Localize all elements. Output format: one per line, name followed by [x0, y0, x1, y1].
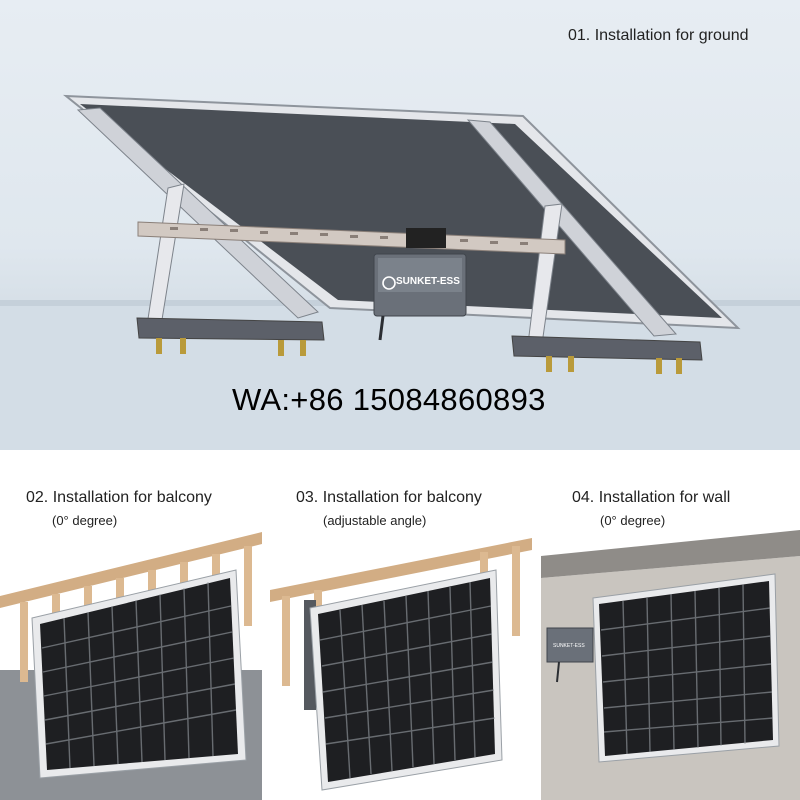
ground-caption: 01. Installation for ground	[568, 27, 749, 44]
balcony-flat-section: 02. Installation for balcony (0° degree)	[0, 460, 262, 800]
wall-mount-illustration	[541, 460, 800, 800]
wall-installation-section: SUNKET-ESS 04. Installation for wall (0°…	[541, 460, 800, 800]
wall-sub: (0° degree)	[600, 513, 666, 528]
balcony-angle-illustration	[270, 460, 532, 800]
balcony-angle-sub: (adjustable angle)	[323, 513, 427, 528]
ground-inverter-brand: SUNKET-ESS	[396, 276, 460, 287]
balcony-flat-illustration	[0, 532, 262, 800]
balcony-flat-sub: (0° degree)	[52, 513, 118, 528]
ground-mount-illustration	[0, 94, 800, 450]
balcony-angle-section: 03. Installation for balcony (adjustable…	[270, 460, 532, 800]
ground-installation-section: SUNKET-ESS 01. Installation for ground W…	[0, 0, 800, 450]
whatsapp-contact: WA:+86 15084860893	[232, 382, 546, 417]
balcony-angle-caption: 03. Installation for balcony	[296, 489, 482, 506]
wall-caption: 04. Installation for wall	[572, 489, 731, 506]
balcony-flat-caption: 02. Installation for balcony	[26, 489, 212, 506]
wall-inverter-brand: SUNKET-ESS	[553, 643, 585, 649]
